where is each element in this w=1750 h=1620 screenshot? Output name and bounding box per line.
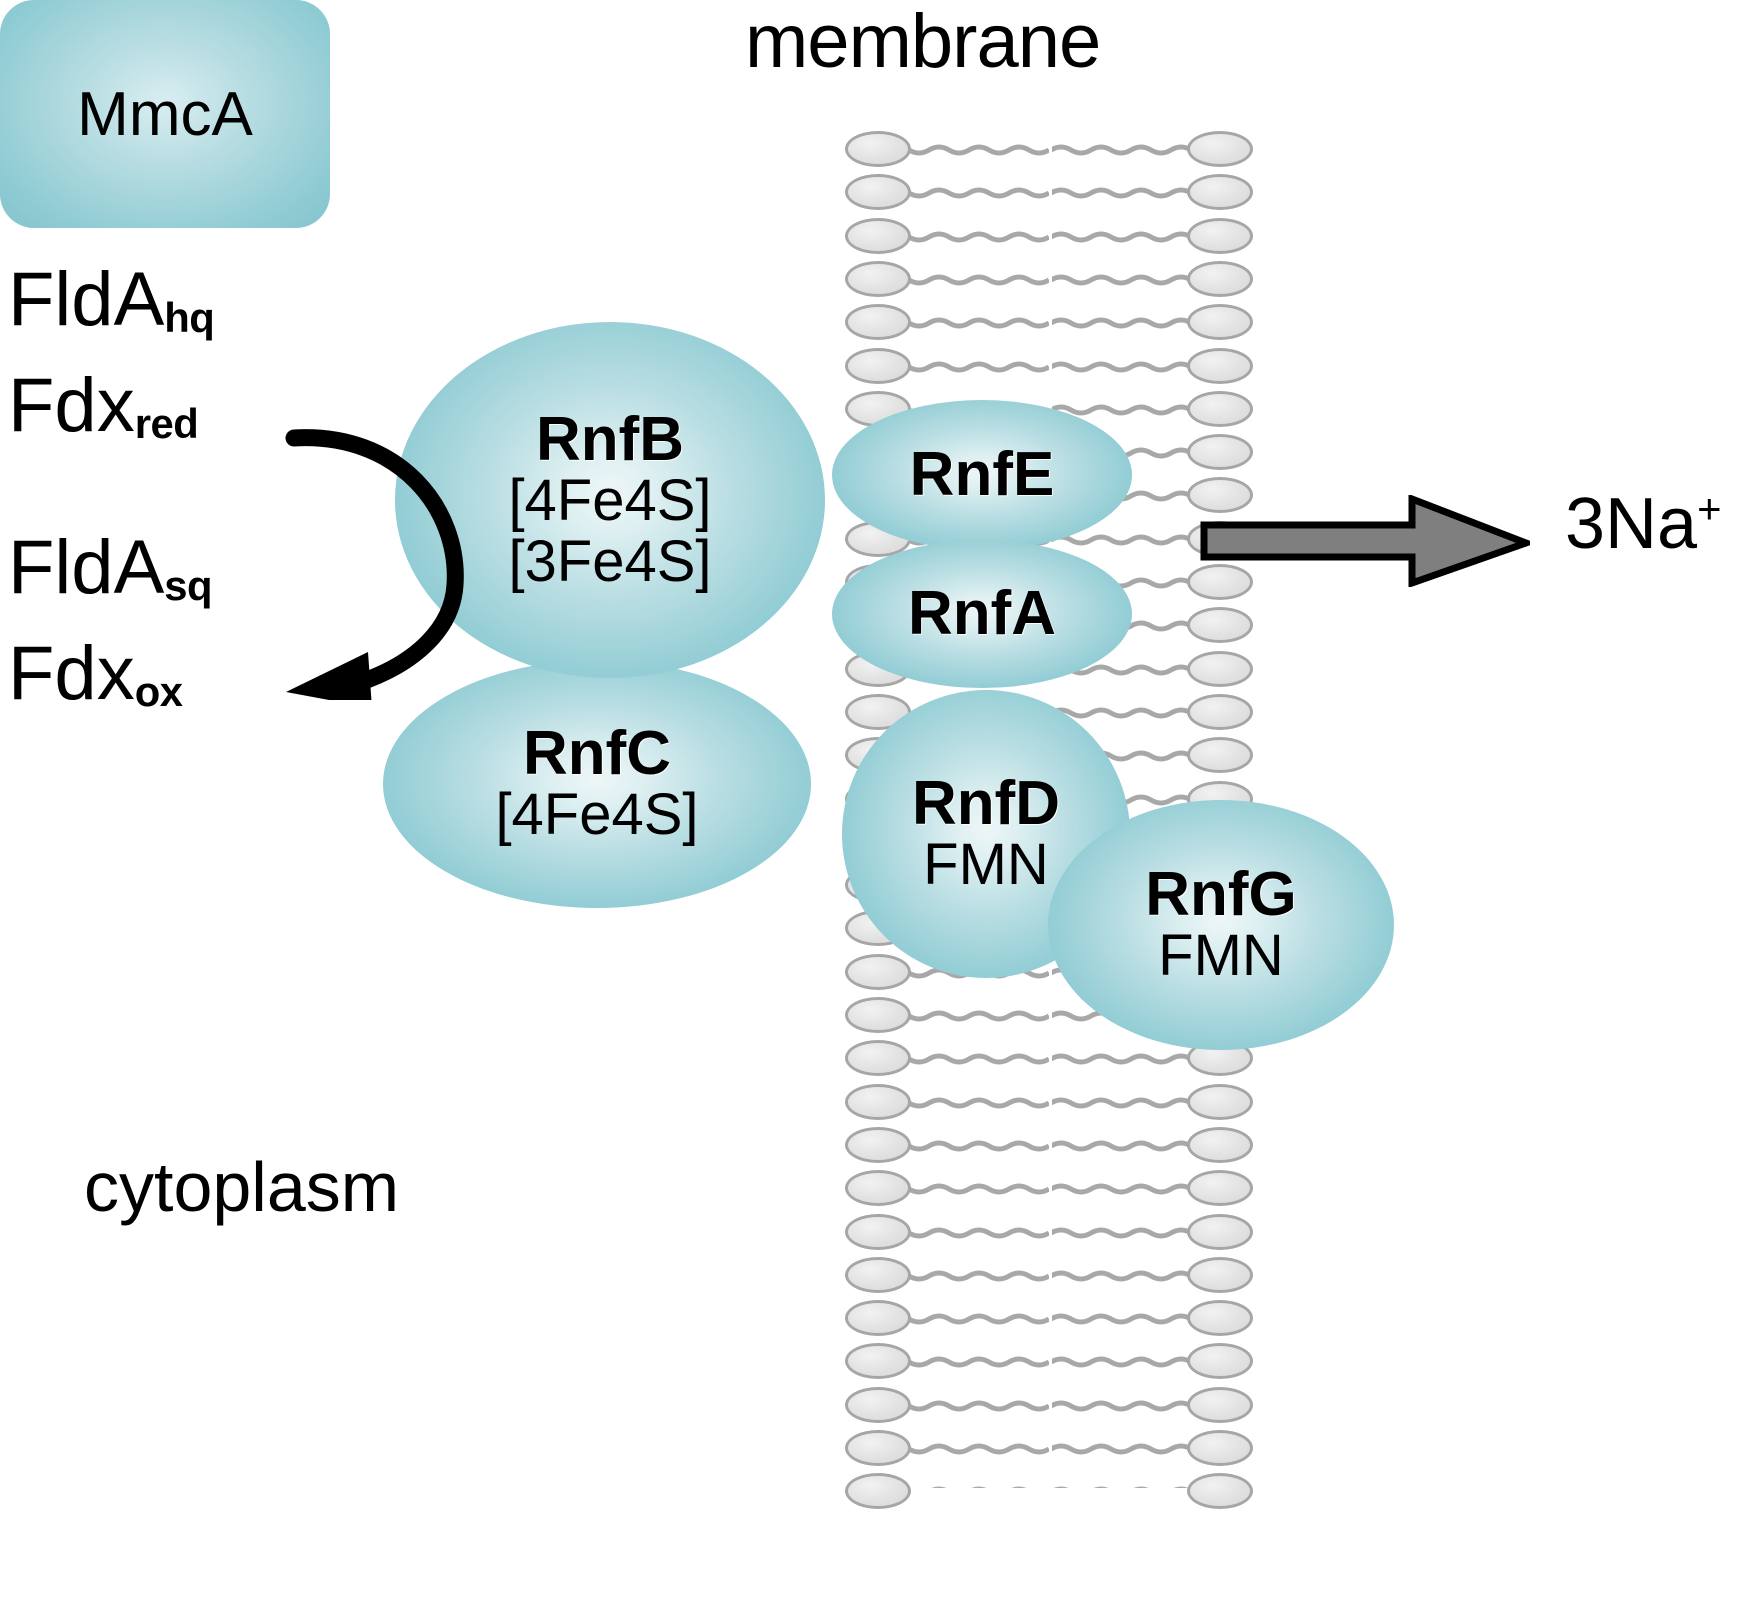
lipid-head: [1187, 1213, 1253, 1250]
subunit-mmca[interactable]: MmcA: [0, 0, 330, 228]
subunit-label: RnfE: [909, 440, 1055, 510]
lipid-tail: [889, 1311, 1211, 1325]
subunit-cofactor-1: [4Fe4S]: [495, 782, 699, 848]
lipid-head: [845, 1473, 911, 1510]
sodium-charge: +: [1697, 485, 1722, 532]
lipid-head: [1187, 174, 1253, 211]
donor-state: red: [134, 400, 199, 448]
lipid-head: [1187, 304, 1253, 341]
donor-label-fdx-red: Fdxred: [8, 368, 199, 448]
electron-transfer-arrow: [285, 429, 464, 700]
subunit-label: RnfD: [911, 769, 1061, 839]
lipid-head: [845, 1430, 911, 1466]
lipid-head: [1187, 347, 1253, 384]
lipid-head: [845, 1040, 911, 1077]
lipid-tail: [889, 1225, 1211, 1238]
lipid-head: [845, 1083, 911, 1120]
sodium-export-arrow: [1200, 495, 1530, 587]
lipid-tail: [889, 1441, 1211, 1455]
subunit-cofactor-1: [4Fe4S]: [508, 468, 712, 534]
lipid-head: [1187, 390, 1253, 427]
donor-label-fdx-ox: Fdxox: [8, 636, 183, 716]
lipid-head: [845, 174, 911, 211]
lipid-tail: [889, 272, 1211, 286]
lipid-tail: [889, 359, 1211, 372]
donor-state: ox: [134, 668, 183, 716]
lipid-head: [845, 1300, 911, 1337]
lipid-head: [1187, 607, 1253, 644]
lipid-tail: [889, 142, 1211, 156]
sodium-ion-label: 3Na+: [1565, 488, 1721, 560]
lipid-head: [845, 131, 911, 167]
sodium-count: 3Na: [1565, 484, 1698, 564]
lipid-head: [1187, 1473, 1253, 1510]
lipid-head: [845, 1343, 911, 1380]
lipid-head: [1187, 1126, 1253, 1163]
lipid-head: [1187, 1300, 1253, 1337]
lipid-head: [1187, 434, 1253, 471]
subunit-label: RnfA: [907, 579, 1057, 649]
lipid-head: [845, 953, 911, 990]
lipid-head: [1187, 217, 1253, 254]
donor-label-flda-sq: FldAsq: [8, 530, 213, 610]
subunit-rnfc[interactable]: RnfC [4Fe4S]: [383, 660, 811, 908]
donor-name: FldA: [8, 525, 165, 610]
lipid-tail: [889, 1095, 1211, 1109]
subunit-cofactor-1: FMN: [923, 832, 1049, 898]
lipid-tail: [889, 1181, 1211, 1195]
subunit-label: MmcA: [77, 79, 253, 149]
lipid-head: [1187, 693, 1253, 730]
subunit-label: RnfC: [522, 719, 672, 789]
lipid-head: [1187, 477, 1253, 514]
subunit-rnfb[interactable]: RnfB [4Fe4S] [3Fe4S]: [395, 322, 825, 678]
lipid-head: [845, 1126, 911, 1163]
donor-state: sq: [164, 562, 213, 610]
lipid-head: [1187, 564, 1253, 600]
donor-state: hq: [164, 294, 215, 342]
lipid-tail: [889, 1398, 1211, 1412]
lipid-head: [1187, 1256, 1253, 1293]
lipid-head: [845, 997, 911, 1033]
lipid-tail: [889, 1354, 1211, 1368]
lipid-tail: [889, 1051, 1211, 1065]
donor-label-flda-hq: FldAhq: [8, 262, 215, 342]
subunit-label: RnfG: [1145, 860, 1297, 930]
subunit-cofactor-2: [3Fe4S]: [508, 528, 712, 594]
subunit-rnfe[interactable]: RnfE: [832, 400, 1132, 550]
lipid-head: [1187, 1343, 1253, 1380]
lipid-head: [1187, 1170, 1253, 1207]
lipid-head: [845, 217, 911, 254]
lipid-head: [845, 347, 911, 384]
lipid-tail: [889, 229, 1211, 243]
cytoplasm-label: cytoplasm: [84, 1148, 400, 1226]
lipid-head: [1187, 131, 1253, 167]
lipid-tail: [889, 1138, 1211, 1152]
donor-name: Fdx: [8, 363, 135, 448]
lipid-head: [845, 1213, 911, 1250]
lipid-head: [1187, 1386, 1253, 1423]
subunit-rnfa[interactable]: RnfA: [832, 540, 1132, 688]
lipid-head: [845, 260, 911, 297]
lipid-head: [845, 1256, 911, 1293]
subunit-cofactor-1: FMN: [1158, 923, 1284, 989]
lipid-head: [845, 1386, 911, 1423]
donor-name: FldA: [8, 257, 165, 342]
lipid-head: [1187, 650, 1253, 687]
subunit-label: RnfB: [535, 405, 685, 475]
donor-name: Fdx: [8, 631, 135, 716]
lipid-head: [1187, 260, 1253, 297]
lipid-head: [1187, 1083, 1253, 1120]
lipid-head: [845, 1170, 911, 1207]
lipid-head: [1187, 737, 1253, 774]
lipid-tail: [889, 1268, 1211, 1282]
lipid-tail: [889, 315, 1211, 329]
lipid-head: [1187, 1430, 1253, 1466]
membrane-title: membrane: [745, 0, 1101, 84]
subunit-rnfg[interactable]: RnfG FMN: [1048, 800, 1394, 1050]
lipid-head: [845, 304, 911, 341]
lipid-tail: [889, 185, 1211, 199]
